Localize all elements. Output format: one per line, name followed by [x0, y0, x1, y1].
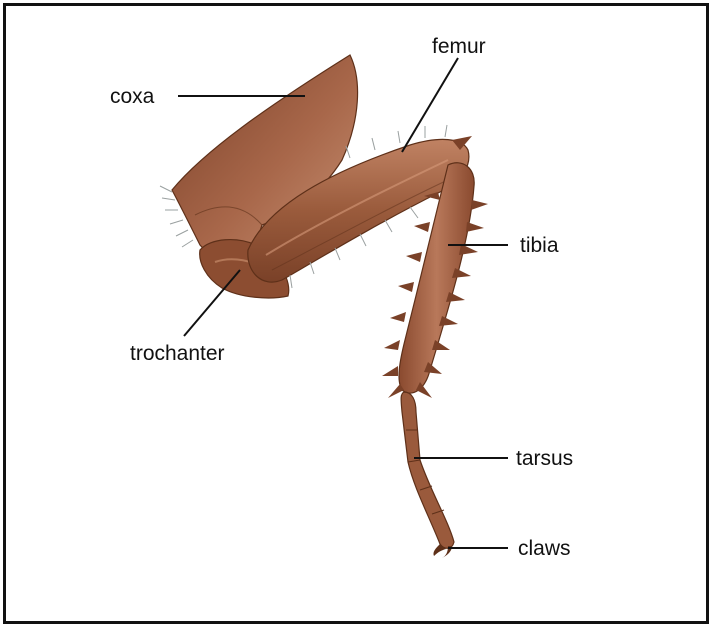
femur-leader-line — [402, 58, 458, 152]
trochanter-label: trochanter — [130, 342, 225, 365]
tarsus-segment — [401, 392, 454, 548]
tibia-label: tibia — [520, 234, 559, 257]
tarsus-label: tarsus — [516, 447, 573, 470]
femur-label: femur — [432, 35, 486, 58]
coxa-label: coxa — [110, 85, 155, 108]
claws-label: claws — [518, 537, 571, 560]
